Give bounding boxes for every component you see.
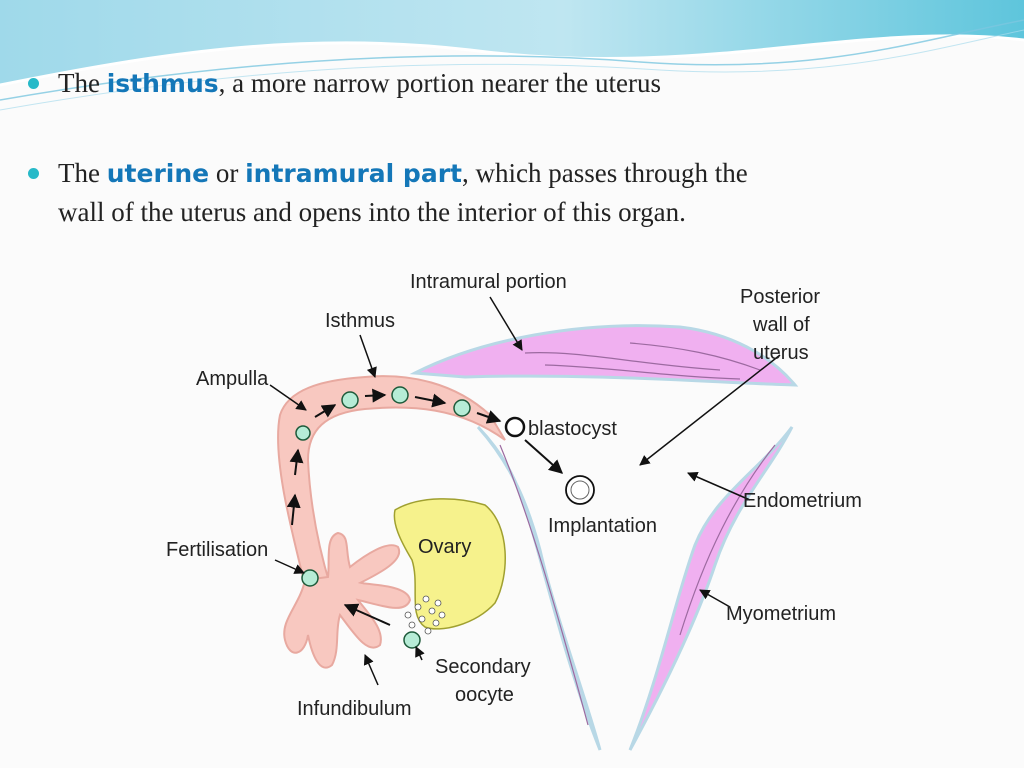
bullet-isthmus: The isthmus, a more narrow portion neare… [28,64,778,103]
label-posterior-wall-line3: uterus [753,342,809,364]
label-ampulla: Ampulla [196,368,269,390]
label-blastocyst: blastocyst [528,418,617,440]
header-wave-decoration [0,0,1024,111]
label-ovary: Ovary [418,536,471,558]
bullet-uterine-part: The uterine or intramural part, which pa… [28,154,778,231]
label-isthmus: Isthmus [325,310,395,332]
bullet-connector: or [209,158,246,188]
label-myometrium: Myometrium [726,603,836,625]
follicle-cells [404,595,446,635]
infundibulum-shape [283,531,412,669]
bullet-prefix: The [58,68,107,98]
label-infundibulum: Infundibulum [297,698,412,720]
blastocyst-cell [504,416,526,438]
leader-lines [269,296,781,686]
ovary-shape [393,498,506,630]
bullet-text: , a more narrow portion nearer the uteru… [218,68,661,98]
term-intramural-part: intramural part [245,159,462,188]
label-fertilisation: Fertilisation [166,539,268,561]
embryo-cells [295,386,471,649]
label-implantation: Implantation [548,515,657,537]
bullet-text: , which passes through the wall of the u… [58,158,748,227]
left-uterine-wall-shape [476,425,602,751]
label-endometrium: Endometrium [743,490,862,512]
bullet-dot-icon [28,78,39,89]
term-isthmus: isthmus [106,69,219,98]
implantation-cell [565,475,595,505]
right-uterine-wall-shape [628,426,794,751]
bullet-dot-icon [28,168,39,179]
label-posterior-wall-line2: wall of [752,314,810,336]
label-posterior-wall-line1: Posterior [740,286,820,308]
travel-arrows [286,388,564,626]
label-intramural-portion: Intramural portion [410,271,567,293]
intramural-wall-shape [409,324,799,387]
fallopian-tube-diagram: Intramural portion Isthmus Ampulla Poste… [166,271,862,751]
label-secondary-oocyte-line1: Secondary [435,656,531,678]
bullet-prefix: The [58,158,107,188]
label-secondary-oocyte-line2: oocyte [455,684,514,706]
term-uterine: uterine [106,159,210,188]
